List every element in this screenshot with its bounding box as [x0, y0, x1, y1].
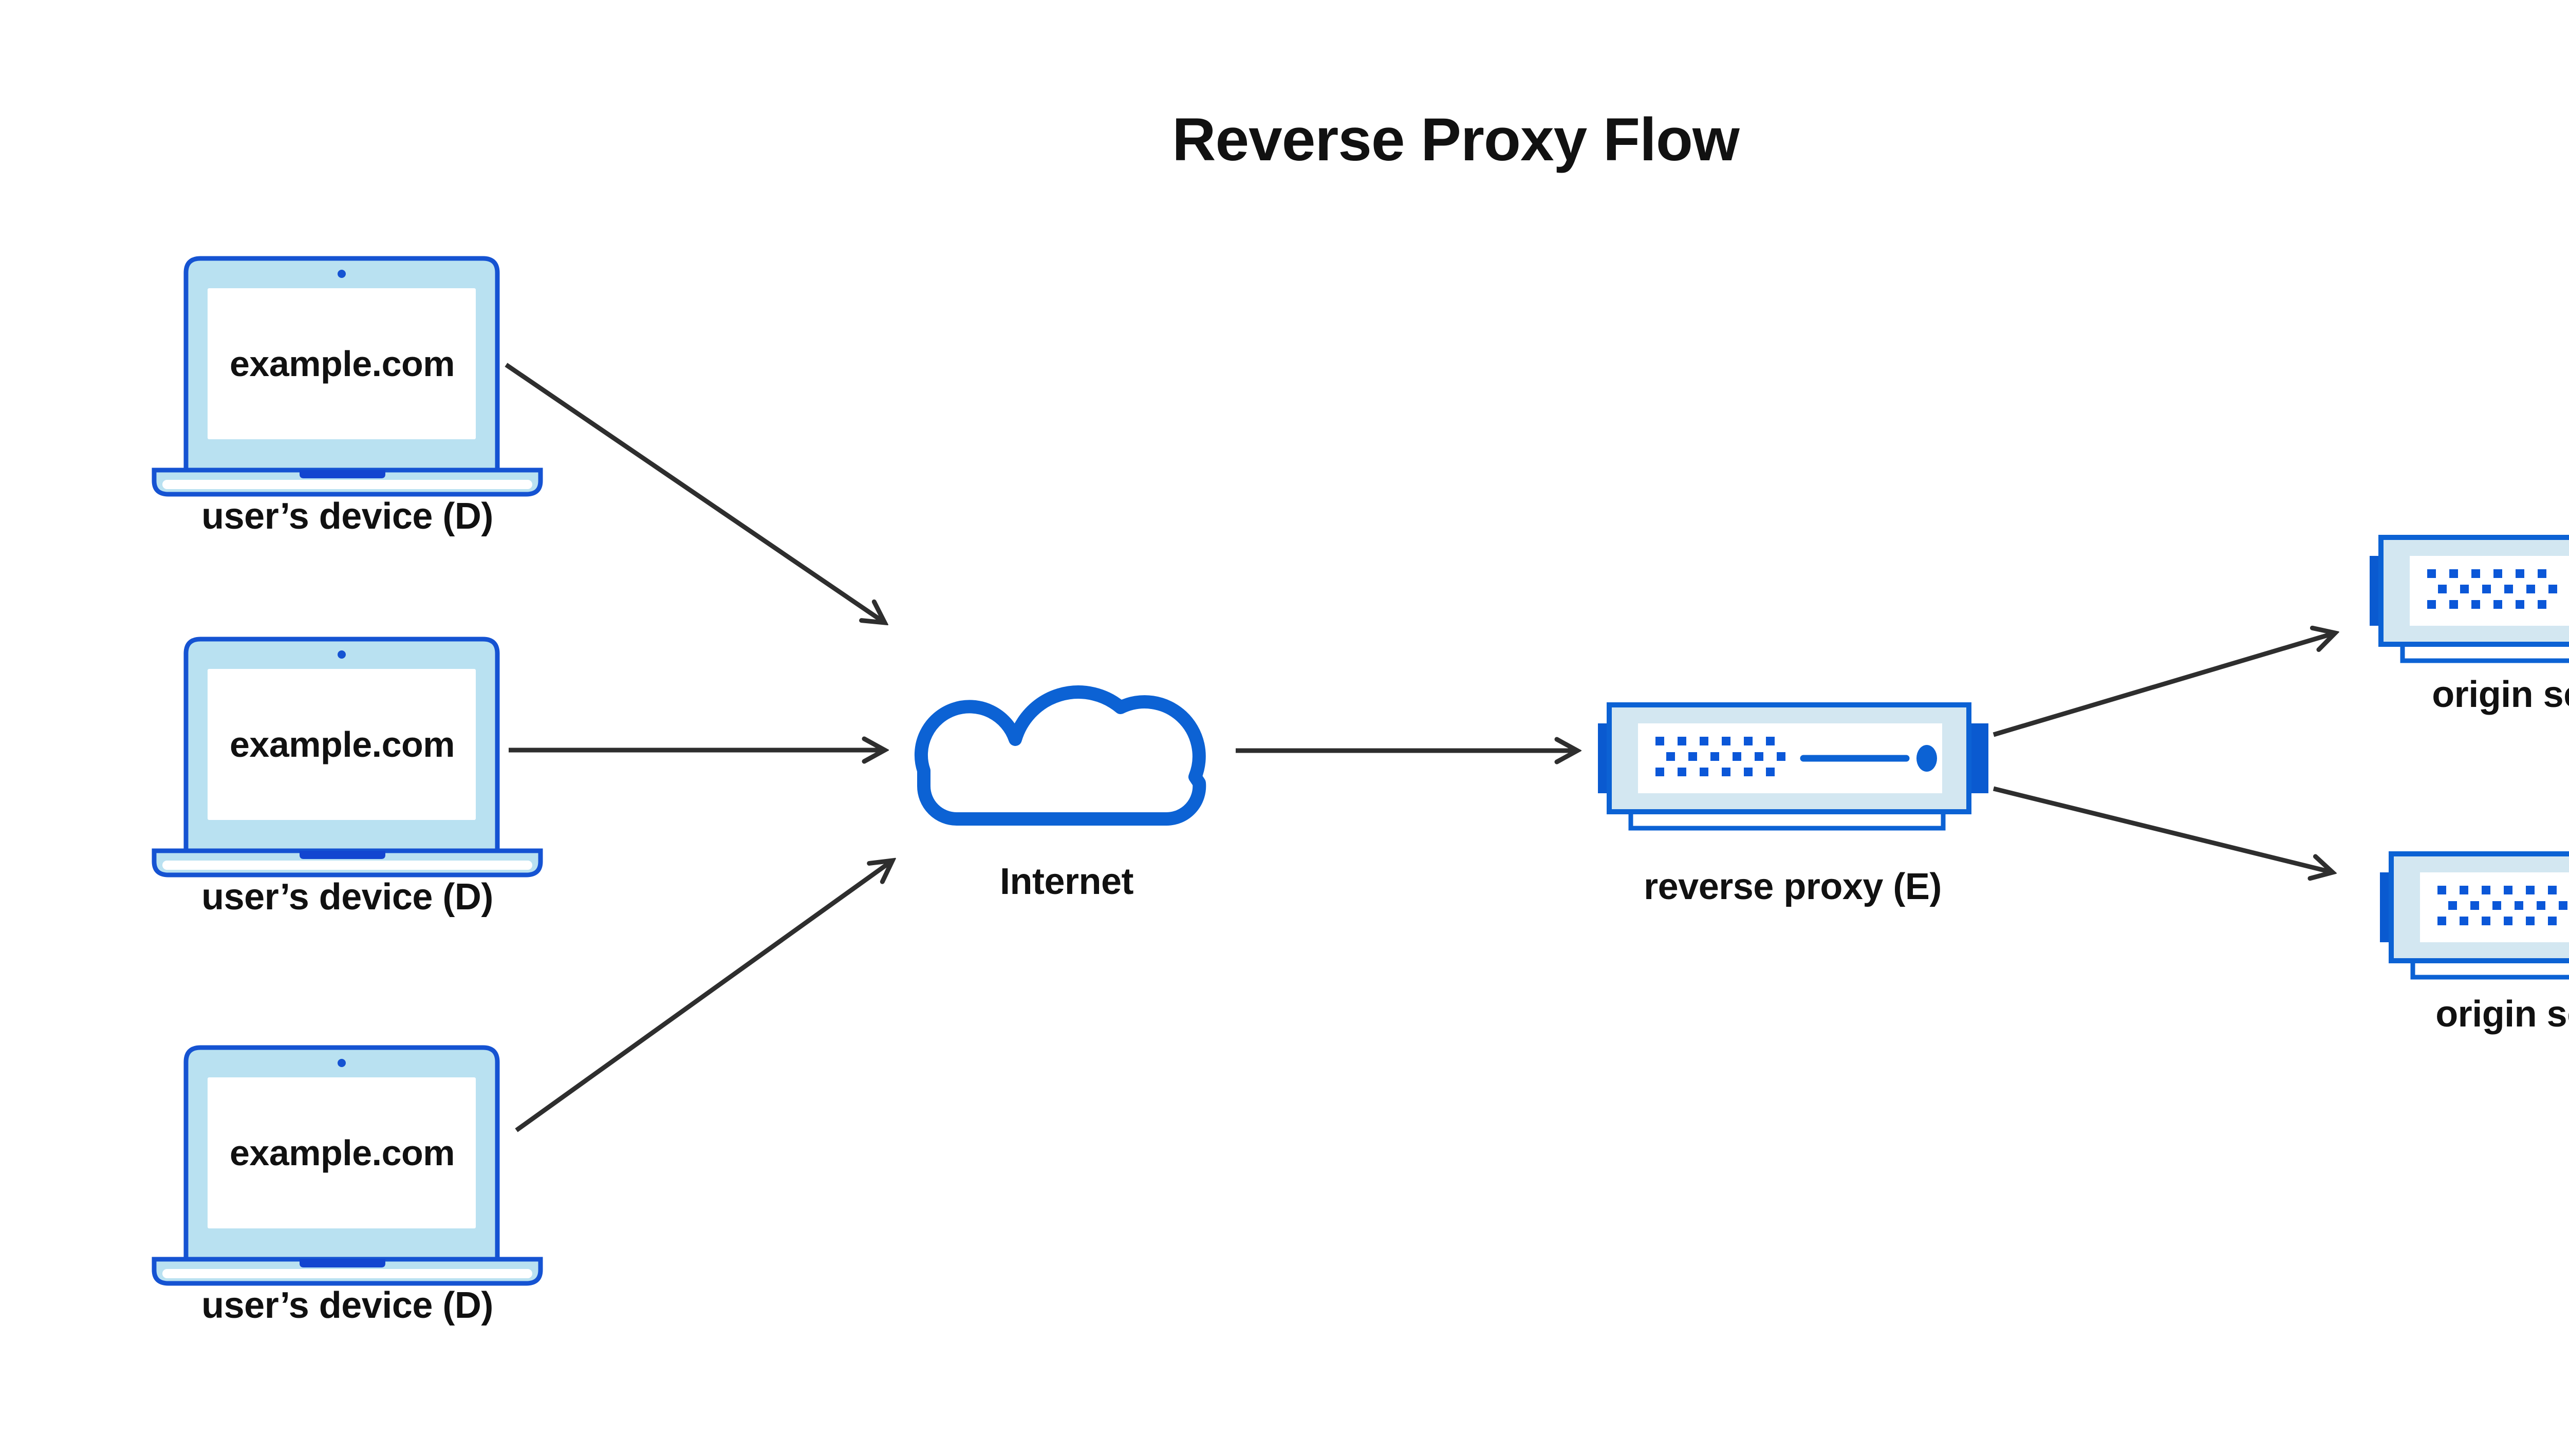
- reverse-proxy-label: reverse proxy (E): [1644, 866, 1942, 907]
- server-icon: [2380, 854, 2569, 977]
- device-label: user’s device (D): [201, 876, 493, 918]
- arrow-reverse-proxy-to-origin-1: [1993, 633, 2335, 737]
- device-label: user’s device (D): [201, 496, 493, 537]
- device-screen-url: example.com: [229, 344, 455, 384]
- arrow-device-1-to-internet: [505, 363, 885, 623]
- internet-label: Internet: [999, 861, 1134, 902]
- origin-server-label: origin server (F): [2435, 994, 2569, 1035]
- cloud-icon: [914, 685, 1206, 826]
- device-screen-url: example.com: [229, 724, 455, 764]
- origin-server-label: origin server (F): [2432, 674, 2569, 715]
- device-label: user’s device (D): [201, 1285, 493, 1326]
- device-screen-url: example.com: [229, 1133, 455, 1173]
- arrow-device-3-to-internet: [515, 861, 892, 1132]
- server-icon: [1598, 705, 1988, 828]
- page-title: Reverse Proxy Flow: [1172, 106, 1740, 174]
- server-icon: [2370, 537, 2569, 661]
- arrow-reverse-proxy-to-origin-2: [1993, 786, 2333, 872]
